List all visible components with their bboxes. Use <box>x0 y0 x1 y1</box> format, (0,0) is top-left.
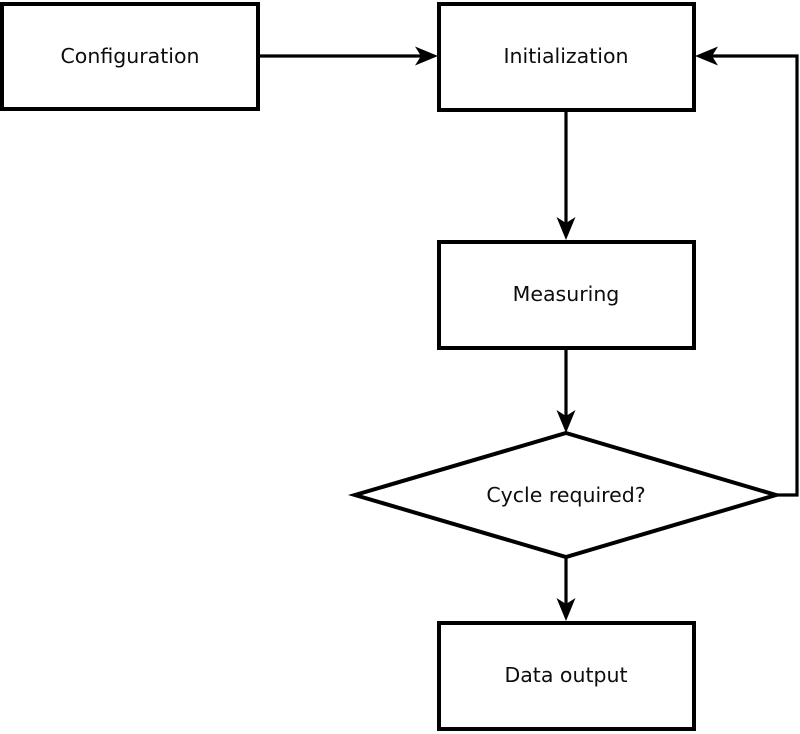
node-initialization-shape[interactable] <box>437 2 696 112</box>
node-initialization[interactable]: Initialization <box>437 2 696 112</box>
node-layer: Configuration Initialization Measuring C… <box>0 2 784 731</box>
arrowhead-into-initialization-right <box>695 46 718 66</box>
node-cycle-required-label: Cycle required? <box>486 483 645 507</box>
edge-line-cycle-required-to-initialization-feedback <box>709 54 799 497</box>
node-measuring-label: Measuring <box>513 282 620 306</box>
node-data-output-shape[interactable] <box>437 621 696 731</box>
node-cycle-required[interactable]: Cycle required? <box>347 430 784 560</box>
node-configuration-shape[interactable] <box>0 2 260 111</box>
edge-layer <box>259 46 799 621</box>
node-configuration-label: Configuration <box>60 44 199 68</box>
node-data-output[interactable]: Data output <box>437 621 696 731</box>
arrowhead-into-initialization-left <box>415 46 438 66</box>
edge-initialization-to-measuring <box>556 111 576 240</box>
arrowhead-into-data-output <box>556 598 576 621</box>
edge-cycle-required-to-data-output <box>556 557 576 621</box>
node-configuration[interactable]: Configuration <box>0 2 260 111</box>
node-initialization-label: Initialization <box>503 44 628 68</box>
arrowhead-into-measuring <box>556 217 576 240</box>
node-measuring-shape[interactable] <box>437 240 696 350</box>
node-cycle-required-shape[interactable] <box>347 430 784 560</box>
edge-configuration-to-initialization <box>259 46 438 66</box>
arrowhead-into-cycle-required <box>556 410 576 433</box>
edge-cycle-required-to-initialization <box>695 46 799 497</box>
edge-measuring-to-cycle-required <box>556 349 576 433</box>
node-measuring[interactable]: Measuring <box>437 240 696 350</box>
node-data-output-label: Data output <box>504 663 627 687</box>
